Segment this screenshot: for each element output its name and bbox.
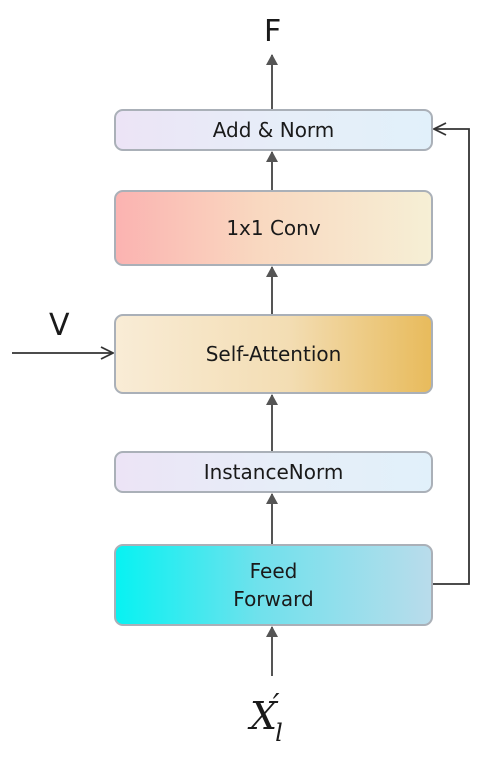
residual-connection-arrow — [433, 129, 470, 585]
conv-block: 1x1 Conv — [114, 190, 433, 266]
input-label-prime: ′ — [272, 688, 280, 723]
feed-forward-label-line1: Feed — [249, 559, 298, 583]
feed-forward-block: Feed Forward — [114, 544, 433, 626]
value-input-label: V — [49, 308, 70, 343]
feed-forward-label-line2: Forward — [233, 587, 314, 611]
self-attention-block: Self-Attention — [114, 314, 433, 394]
input-label-main: X — [250, 694, 278, 738]
input-label: Xl′ — [250, 688, 283, 747]
conv-label: 1x1 Conv — [226, 216, 321, 240]
output-label: F — [264, 14, 282, 49]
instance-norm-label: InstanceNorm — [203, 460, 344, 484]
self-attention-label: Self-Attention — [205, 342, 342, 366]
add-norm-label: Add & Norm — [212, 118, 335, 142]
input-label-subscript: l — [275, 719, 283, 747]
add-norm-block: Add & Norm — [114, 109, 433, 151]
instance-norm-block: InstanceNorm — [114, 451, 433, 493]
